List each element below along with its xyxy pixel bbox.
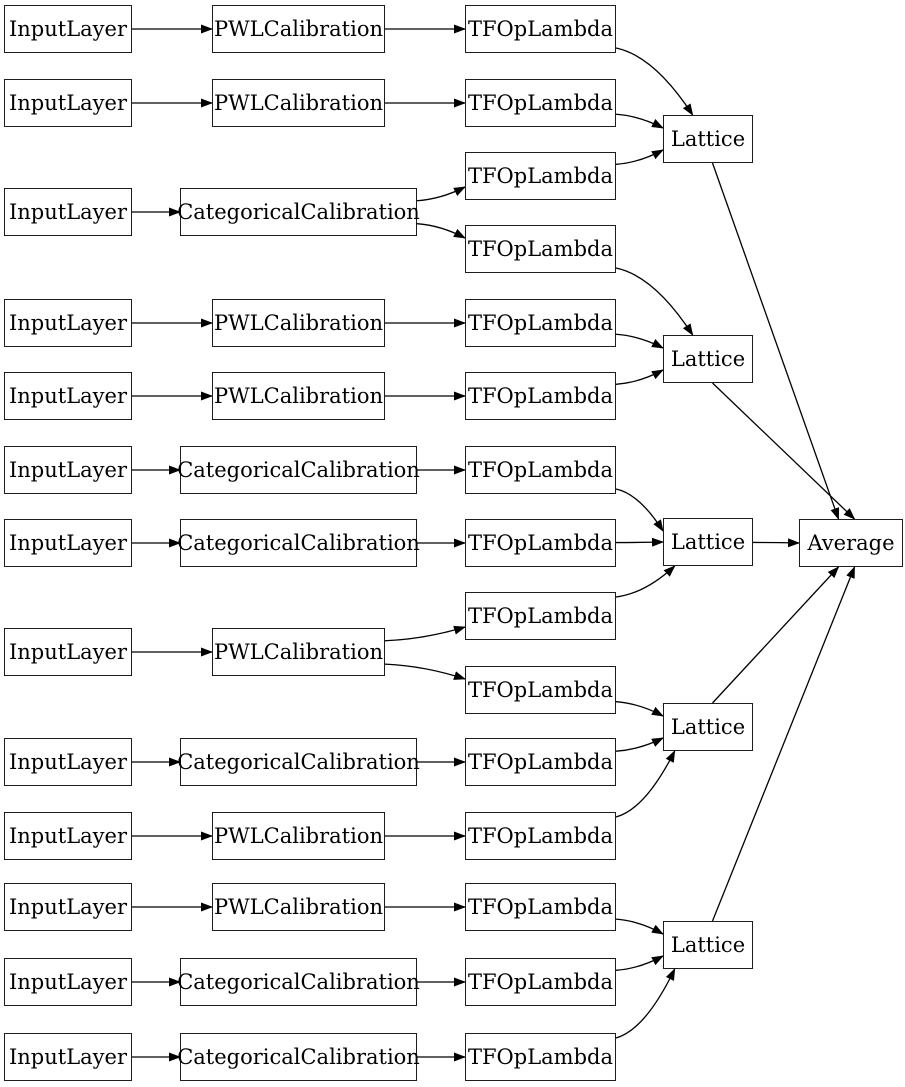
node-input-5: InputLayer xyxy=(4,372,132,420)
node-tfop-15: TFOpLambda xyxy=(465,1033,616,1081)
node-label: TFOpLambda xyxy=(467,894,614,919)
node-cat-3: CategoricalCalibration xyxy=(177,519,420,567)
node-label: InputLayer xyxy=(8,199,128,224)
node-input-12: InputLayer xyxy=(4,958,132,1006)
node-tfop-6: TFOpLambda xyxy=(465,372,616,420)
node-lattice-1: Lattice xyxy=(663,115,753,163)
node-pwl-4: PWLCalibration xyxy=(212,372,385,420)
node-label: PWLCalibration xyxy=(213,894,383,919)
node-label: InputLayer xyxy=(8,310,128,335)
node-label: Lattice xyxy=(670,932,746,957)
node-tfop-10: TFOpLambda xyxy=(465,666,616,714)
node-pwl-6: PWLCalibration xyxy=(212,812,385,860)
node-tfop-9: TFOpLambda xyxy=(465,592,616,640)
node-label: TFOpLambda xyxy=(467,677,614,702)
node-tfop-13: TFOpLambda xyxy=(465,883,616,931)
node-label: CategoricalCalibration xyxy=(177,457,420,482)
node-tfop-14: TFOpLambda xyxy=(465,958,616,1006)
node-label: TFOpLambda xyxy=(467,530,614,555)
node-label: Average xyxy=(807,530,895,555)
node-label: TFOpLambda xyxy=(467,823,614,848)
node-input-6: InputLayer xyxy=(4,446,132,494)
node-input-4: InputLayer xyxy=(4,299,132,347)
node-label: TFOpLambda xyxy=(467,16,614,41)
node-label: Lattice xyxy=(670,346,746,371)
node-label: InputLayer xyxy=(8,894,128,919)
node-input-9: InputLayer xyxy=(4,738,132,786)
node-label: PWLCalibration xyxy=(213,823,383,848)
node-label: InputLayer xyxy=(8,969,128,994)
node-cat-4: CategoricalCalibration xyxy=(177,738,420,786)
node-label: TFOpLambda xyxy=(467,163,614,188)
node-label: TFOpLambda xyxy=(467,90,614,115)
node-label: CategoricalCalibration xyxy=(177,749,420,774)
node-label: InputLayer xyxy=(8,823,128,848)
node-label: InputLayer xyxy=(8,383,128,408)
node-label: InputLayer xyxy=(8,639,128,664)
node-pwl-5: PWLCalibration xyxy=(212,628,385,676)
node-label: CategoricalCalibration xyxy=(177,199,420,224)
node-label: PWLCalibration xyxy=(213,16,383,41)
node-label: CategoricalCalibration xyxy=(177,969,420,994)
node-pwl-2: PWLCalibration xyxy=(212,79,385,127)
node-tfop-3: TFOpLambda xyxy=(465,152,616,200)
node-label: InputLayer xyxy=(8,90,128,115)
node-label: InputLayer xyxy=(8,16,128,41)
node-label: PWLCalibration xyxy=(213,90,383,115)
node-label: PWLCalibration xyxy=(213,639,383,664)
node-cat-2: CategoricalCalibration xyxy=(177,446,420,494)
node-input-7: InputLayer xyxy=(4,519,132,567)
node-input-8: InputLayer xyxy=(4,628,132,676)
node-label: Lattice xyxy=(670,126,746,151)
node-tfop-7: TFOpLambda xyxy=(465,446,616,494)
node-input-13: InputLayer xyxy=(4,1033,132,1081)
node-label: Lattice xyxy=(670,529,746,554)
node-cat-5: CategoricalCalibration xyxy=(177,958,420,1006)
node-label: TFOpLambda xyxy=(467,383,614,408)
node-input-2: InputLayer xyxy=(4,79,132,127)
node-label: InputLayer xyxy=(8,457,128,482)
node-label: TFOpLambda xyxy=(467,749,614,774)
node-label: PWLCalibration xyxy=(213,383,383,408)
node-input-3: InputLayer xyxy=(4,188,132,236)
node-label: TFOpLambda xyxy=(467,310,614,335)
node-cat-6: CategoricalCalibration xyxy=(177,1033,420,1081)
node-input-10: InputLayer xyxy=(4,812,132,860)
node-label: TFOpLambda xyxy=(467,969,614,994)
node-pwl-3: PWLCalibration xyxy=(212,299,385,347)
node-tfop-1: TFOpLambda xyxy=(465,5,616,53)
node-label: TFOpLambda xyxy=(467,603,614,628)
node-lattice-4: Lattice xyxy=(663,703,753,751)
node-tfop-12: TFOpLambda xyxy=(465,812,616,860)
node-pwl-7: PWLCalibration xyxy=(212,883,385,931)
node-input-11: InputLayer xyxy=(4,883,132,931)
node-tfop-5: TFOpLambda xyxy=(465,299,616,347)
node-pwl-1: PWLCalibration xyxy=(212,5,385,53)
node-tfop-2: TFOpLambda xyxy=(465,79,616,127)
node-label: TFOpLambda xyxy=(467,236,614,261)
node-label: Lattice xyxy=(670,714,746,739)
node-lattice-5: Lattice xyxy=(663,921,753,969)
node-average: Average xyxy=(799,519,903,567)
node-tfop-11: TFOpLambda xyxy=(465,738,616,786)
node-label: CategoricalCalibration xyxy=(177,530,420,555)
node-label: TFOpLambda xyxy=(467,457,614,482)
node-cat-1: CategoricalCalibration xyxy=(177,188,420,236)
node-label: TFOpLambda xyxy=(467,1044,614,1069)
node-label: PWLCalibration xyxy=(213,310,383,335)
node-tfop-8: TFOpLambda xyxy=(465,519,616,567)
node-label: CategoricalCalibration xyxy=(177,1044,420,1069)
node-label: InputLayer xyxy=(8,530,128,555)
node-input-1: InputLayer xyxy=(4,5,132,53)
node-lattice-3: Lattice xyxy=(663,518,753,566)
node-label: InputLayer xyxy=(8,749,128,774)
node-label: InputLayer xyxy=(8,1044,128,1069)
node-lattice-2: Lattice xyxy=(663,335,753,383)
node-tfop-4: TFOpLambda xyxy=(465,225,616,273)
